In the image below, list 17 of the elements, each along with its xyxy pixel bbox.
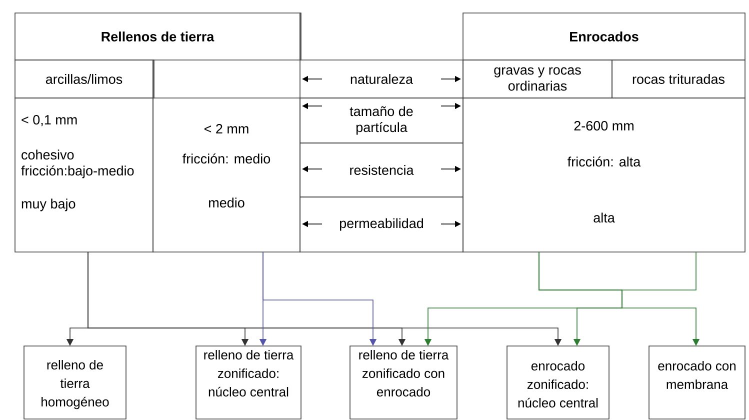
dam-type-box: relleno de tierra zonificado con enrocado [350, 346, 458, 420]
dam-type-box: relleno de tierra zonificado: núcleo central [196, 346, 302, 420]
header-cell: Rellenos de tierra [14, 12, 300, 60]
dam-type-box: relleno de tierra homogéneo [24, 346, 126, 420]
table-cell: permeabilidad [300, 196, 464, 252]
table-cell: rocas trituradas [612, 60, 746, 98]
table-cell: arcillas/limos [14, 60, 154, 98]
table-cell: resistencia [300, 142, 464, 198]
table-cell: tamaño de partícula [300, 98, 464, 144]
table-cell: gravas y rocas ordinarias [462, 60, 612, 98]
table-cell: naturaleza [300, 60, 464, 98]
header-cell: Enrocados [462, 12, 746, 60]
table-cell: 2-600 mm fricción: alta alta [462, 98, 746, 252]
dam-type-box: enrocado con membrana [648, 346, 746, 420]
table-cell: < 0,1 mm cohesivo fricción:bajo-medio muy bajo [14, 98, 154, 252]
dam-type-box: enrocado zonificado: núcleo central [506, 346, 610, 420]
table-cell: < 2 mm fricción: medio medio [152, 98, 300, 252]
